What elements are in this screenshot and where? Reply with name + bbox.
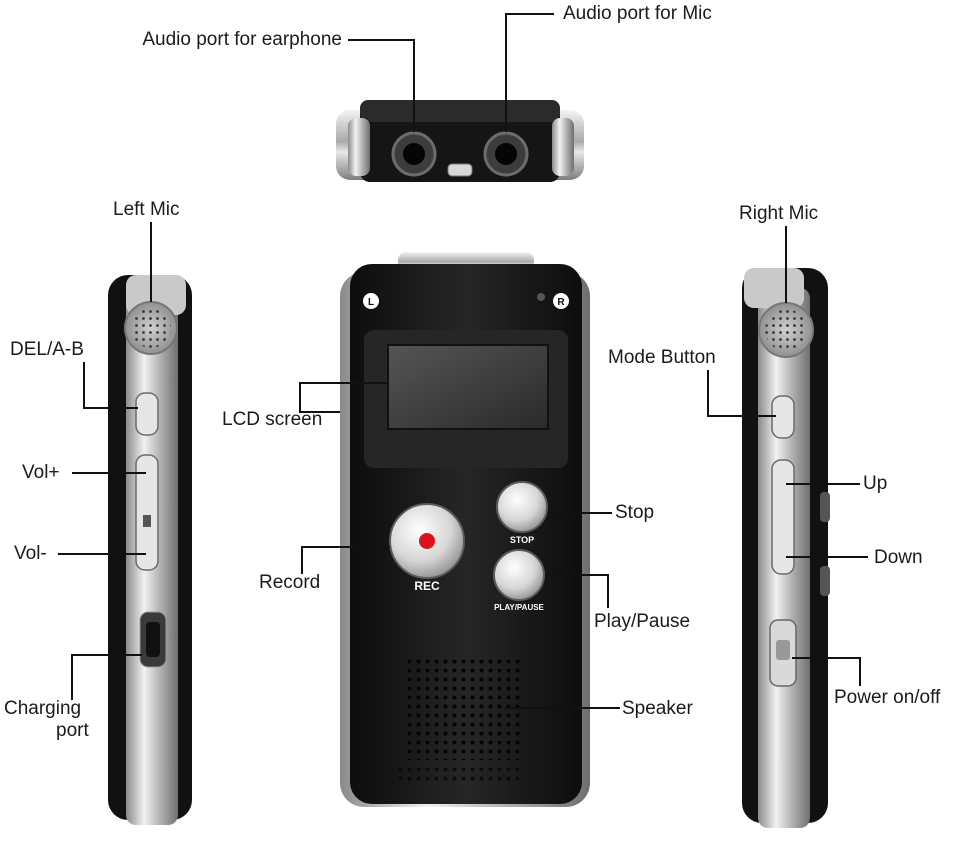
label-del-ab: DEL/A-B — [10, 339, 84, 360]
speaker-grille — [406, 656, 524, 760]
label-down: Down — [874, 547, 923, 568]
label-right-mic: Right Mic — [739, 203, 819, 224]
leader-lines — [58, 13, 868, 709]
label-mic-port: Audio port for Mic — [563, 3, 712, 24]
right-badge-icon — [553, 293, 569, 309]
right-badge: R — [557, 297, 565, 308]
label-speaker: Speaker — [622, 698, 693, 719]
label-record: Record — [259, 572, 321, 593]
label-earphone-port: Audio port for earphone — [142, 29, 342, 50]
label-power: Power on/off — [834, 687, 941, 708]
lcd-screen — [387, 344, 549, 430]
rec-text: REC — [414, 579, 440, 593]
stop-text: STOP — [510, 535, 534, 545]
left-side-view — [108, 275, 192, 825]
left-badge: L — [368, 297, 374, 308]
top-view — [336, 100, 584, 182]
label-charging-line1: Charging — [4, 698, 82, 719]
label-vol-up: Vol+ — [22, 462, 60, 483]
label-stop: Stop — [615, 502, 655, 523]
play-text: PLAY/PAUSE — [494, 603, 544, 612]
label-play-pause: Play/Pause — [594, 611, 691, 632]
left-badge-icon — [363, 293, 379, 309]
label-mode-button: Mode Button — [608, 347, 716, 368]
record-button[interactable]: REC — [389, 503, 465, 593]
label-lcd-screen: LCD screen — [222, 409, 323, 430]
front-view: L R REC STOP PLAY/PAUSE — [340, 252, 590, 807]
right-side-view — [742, 268, 830, 828]
label-charging-line2: port — [56, 720, 89, 741]
stop-button[interactable]: STOP — [496, 481, 548, 545]
play-pause-button[interactable]: PLAY/PAUSE — [493, 549, 545, 612]
label-vol-down: Vol- — [14, 543, 47, 564]
label-up: Up — [863, 473, 888, 494]
record-dot-icon — [419, 533, 435, 549]
label-left-mic: Left Mic — [113, 199, 180, 220]
